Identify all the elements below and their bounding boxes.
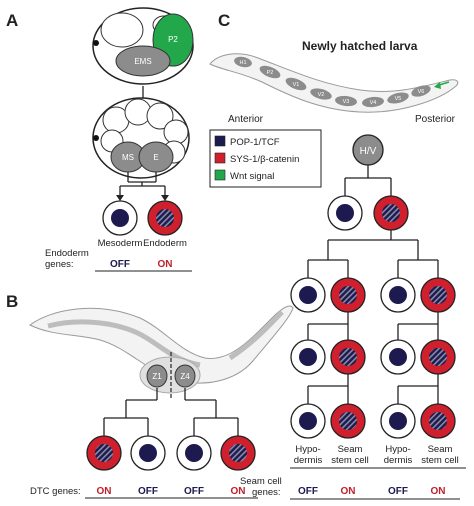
seam-lineage-cell-r1-left: [327, 195, 363, 231]
fate-seam-2a: Seam: [428, 444, 453, 455]
seam-v5: V5: [395, 96, 402, 102]
seam-lineage-cell-r4-4: [420, 403, 456, 439]
seam-v4: V4: [370, 100, 377, 106]
posterior-label: Posterior: [415, 114, 456, 125]
legend-label-pop1: POP-1/TCF: [230, 137, 280, 148]
lineage-lines-b: [103, 388, 239, 436]
legend-swatch-sys1: [214, 152, 226, 164]
legend-swatch-wnt: [214, 169, 226, 181]
polar-body: [93, 40, 99, 46]
seam-v1: V1: [293, 82, 300, 88]
seam-v3: V3: [343, 99, 350, 105]
seam-v6: V6: [418, 89, 425, 95]
z4-cell: [174, 364, 196, 388]
legend-label-wnt: Wnt signal: [230, 171, 274, 182]
anterior-label: Anterior: [228, 114, 264, 125]
polar-body-2: [93, 135, 99, 141]
seam-lineage-cell-r4-1: [290, 403, 326, 439]
hv-cell: H/V: [352, 134, 384, 166]
fate-seam-2b: stem cell: [421, 455, 458, 466]
worm-outline-b: Z1 Z4: [29, 305, 294, 400]
eight-cell-embryo: MS E: [92, 97, 190, 179]
seam-lineage-cell-r3-4: [420, 339, 456, 375]
z1-cell: [146, 364, 168, 388]
mesoderm-cell: [102, 200, 138, 236]
fate-hypo-2a: Hypo-: [385, 444, 410, 455]
e-label: E: [153, 153, 158, 162]
endoderm-genes-label-2: genes:: [45, 259, 74, 270]
p2-label: P2: [168, 35, 178, 44]
z4-label: Z4: [180, 372, 190, 381]
seam-state-1: OFF: [298, 486, 318, 497]
dtc-cell-2: [130, 435, 166, 471]
seam-lineage-cell-r2-4: [420, 277, 456, 313]
seam-lineage-cell-r3-2: [330, 339, 366, 375]
dtc-state-2: OFF: [138, 486, 158, 497]
fate-hypo-1a: Hypo-: [295, 444, 320, 455]
legend-swatch-pop1: [214, 135, 226, 147]
dtc-cell-3: [176, 435, 212, 471]
seam-state-4: ON: [431, 486, 446, 497]
ems-cell: [115, 45, 171, 77]
endoderm-state-on: ON: [158, 259, 173, 270]
panel-letter-a: A: [6, 11, 18, 30]
seam-lineage-cell-r2-3: [380, 277, 416, 313]
legend-label-sys1: SYS-1/β-catenin: [230, 154, 299, 165]
larva-outline: H1 P2 V1 V2 V3 V4 V5 V6: [209, 53, 459, 113]
fate-hypo-2b: dermis: [384, 455, 413, 466]
fate-mesoderm: Mesoderm: [98, 238, 143, 249]
dtc-cell-4: [220, 435, 256, 471]
four-cell-embryo: P2 EMS: [92, 7, 194, 85]
dtc-state-4: ON: [231, 486, 246, 497]
lineage-lines-c: [307, 165, 439, 404]
seam-lineage-cell-r2-1: [290, 277, 326, 313]
dtc-cell-1: [86, 435, 122, 471]
seam-lineage-cell-r2-2: [330, 277, 366, 313]
dtc-state-3: OFF: [184, 486, 204, 497]
fate-hypo-1b: dermis: [294, 455, 323, 466]
hv-label: H/V: [360, 146, 377, 157]
legend: POP-1/TCF SYS-1/β-catenin Wnt signal: [209, 129, 322, 188]
ms-label: MS: [122, 153, 134, 162]
fate-seam-1a: Seam: [338, 444, 363, 455]
seam-genes-label-2: genes:: [252, 487, 281, 498]
dtc-genes-label: DTC genes:: [30, 486, 81, 497]
seam-genes-label-1: Seam cell: [240, 476, 282, 487]
endoderm-state-off: OFF: [110, 259, 130, 270]
seam-state-3: OFF: [388, 486, 408, 497]
seam-lineage-cell-r1-right: [373, 195, 409, 231]
seam-v2: V2: [318, 92, 325, 98]
ems-label: EMS: [134, 57, 151, 66]
seam-lineage-cell-r4-3: [380, 403, 416, 439]
panel-letter-b: B: [6, 292, 18, 311]
seam-h1: H1: [239, 60, 246, 66]
z1-label: Z1: [152, 372, 162, 381]
endoderm-genes-label-1: Endoderm: [45, 248, 89, 259]
seam-state-2: ON: [341, 486, 356, 497]
larva-title: Newly hatched larva: [302, 39, 418, 53]
dtc-state-1: ON: [97, 486, 112, 497]
panel-letter-c: C: [218, 11, 230, 30]
seam-lineage-cell-r3-1: [290, 339, 326, 375]
seam-lineage-cell-r3-3: [380, 339, 416, 375]
seam-p2: P2: [267, 70, 274, 76]
fate-endoderm: Endoderm: [143, 238, 187, 249]
fate-seam-1b: stem cell: [331, 455, 368, 466]
endoderm-cell: [147, 200, 183, 236]
seam-lineage-cell-r4-2: [330, 403, 366, 439]
lineage-lines-a: [119, 172, 166, 196]
